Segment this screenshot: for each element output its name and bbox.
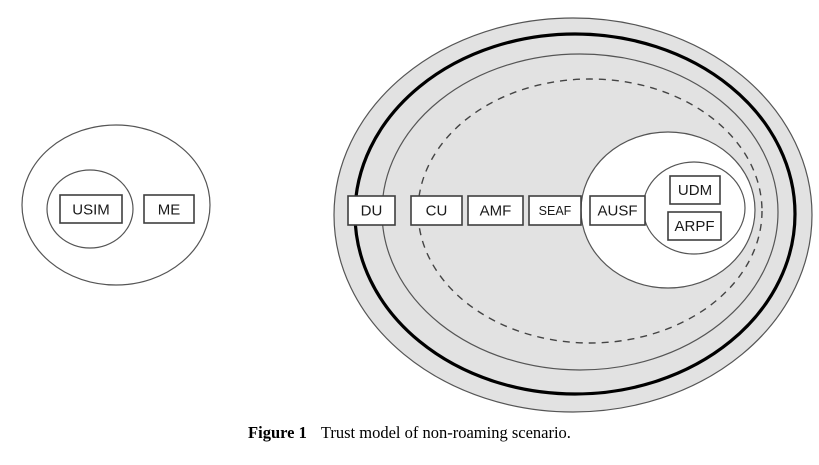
me-box[interactable]: ME: [143, 194, 195, 224]
ausf-box-label: AUSF: [597, 203, 637, 220]
figure-caption-label: Figure 1: [248, 423, 307, 442]
trust-model-diagram: USIM ME DU CU AMF SEAF: [21, 17, 813, 413]
me-box-rect: [143, 194, 195, 224]
udm-box-label: UDM: [678, 182, 712, 199]
ausf-box-rect: [589, 195, 646, 226]
du-box-rect: [347, 195, 396, 226]
ausf-box[interactable]: AUSF: [589, 195, 646, 226]
du-box[interactable]: DU: [347, 195, 396, 226]
seaf-box-label: SEAF: [539, 204, 572, 218]
usim-box[interactable]: USIM: [59, 194, 123, 224]
seaf-box[interactable]: SEAF: [528, 195, 582, 226]
udm-box[interactable]: UDM: [669, 175, 721, 205]
cu-box[interactable]: CU: [410, 195, 463, 226]
ue-group-boxes: USIM ME: [59, 194, 195, 224]
figure-caption-text: Trust model of non-roaming scenario.: [320, 423, 571, 442]
usim-box-label: USIM: [72, 202, 110, 219]
amf-box-label: AMF: [480, 203, 512, 220]
network-group-boxes: DU CU AMF SEAF AUSF UDM: [347, 175, 722, 241]
du-box-label: DU: [361, 203, 383, 220]
amf-box-rect: [467, 195, 524, 226]
usim-box-rect: [59, 194, 123, 224]
cu-box-label: CU: [426, 203, 448, 220]
me-box-label: ME: [158, 202, 181, 219]
cu-box-rect: [410, 195, 463, 226]
seaf-box-rect: [528, 195, 582, 226]
arpf-box-label: ARPF: [674, 218, 714, 235]
arpf-box[interactable]: ARPF: [667, 211, 722, 241]
figure-caption: Figure 1 Trust model of non-roaming scena…: [0, 423, 819, 443]
amf-box[interactable]: AMF: [467, 195, 524, 226]
udm-box-rect: [669, 175, 721, 205]
arpf-box-rect: [667, 211, 722, 241]
